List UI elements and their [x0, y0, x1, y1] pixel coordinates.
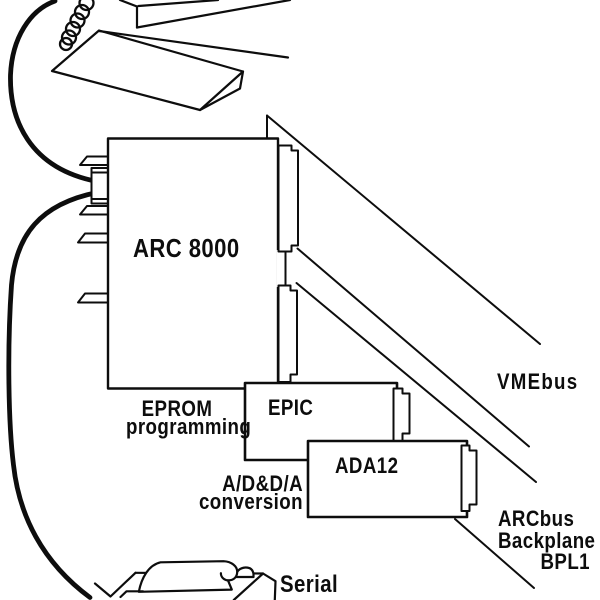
eprom-caption: EPROM programming	[126, 396, 252, 439]
arcbus-caption-line1: ARCbus	[498, 506, 575, 531]
vme-edge-connector-p1	[277, 144, 299, 253]
arcbus-edge-top	[295, 282, 537, 483]
coiled-cable-icon	[58, 0, 95, 52]
serial-connector-block	[90, 167, 110, 205]
serial-label: Serial	[280, 571, 339, 598]
vmebus-edge-top	[266, 114, 541, 345]
eprom-caption-line1: EPROM	[141, 396, 213, 421]
printer-illustration	[93, 560, 277, 600]
arcbus-caption-line2: Backplane	[498, 527, 596, 553]
ada12-label: ADA12	[335, 453, 399, 478]
terminal-illustration	[118, 0, 292, 29]
io-tabs	[77, 155, 109, 304]
desk-edge-line	[97, 29, 290, 59]
vmebus-edge-bottom	[296, 247, 530, 448]
adda-caption: A/D&D/A conversion	[176, 471, 304, 514]
paper-sheet	[137, 560, 239, 593]
arcbus-caption-line3: BPL1	[540, 549, 591, 574]
arc8000-board	[106, 137, 280, 390]
eprom-caption-line2: programming	[126, 413, 252, 439]
epic-edge-connector	[392, 387, 411, 442]
keyboard-illustration	[50, 29, 290, 112]
arcbus-edge-bottom	[454, 518, 535, 589]
edge-patch	[276, 250, 280, 287]
adda-caption-line1: A/D&D/A	[222, 471, 303, 496]
ada12-edge-connector	[460, 444, 478, 512]
vme-edge-connector-p2	[277, 284, 298, 383]
epic-label: EPIC	[268, 395, 314, 420]
cable-terminal-to-board	[8, 0, 100, 184]
vmebus-label: VMEbus	[497, 369, 579, 394]
arcbus-caption: ARCbus Backplane BPL1	[498, 506, 596, 574]
adda-caption-line2: conversion	[198, 489, 303, 514]
cable-board-to-printer	[6, 190, 100, 600]
arc8000-label: ARC 8000	[133, 233, 240, 263]
